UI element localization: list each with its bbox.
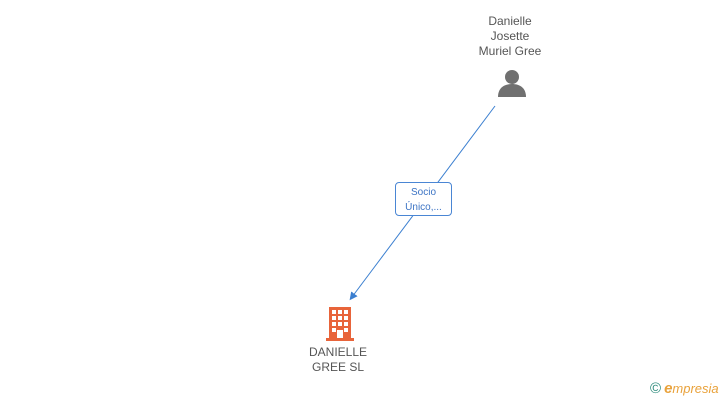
brand-logo: ©empresia (650, 380, 719, 397)
person-name[interactable]: Danielle Josette Muriel Gree (478, 14, 542, 58)
brand-name: mpresia (672, 381, 719, 396)
relationship-label[interactable]: Socio Único,... (395, 182, 452, 216)
copyright-symbol: © (650, 380, 662, 397)
company-name[interactable]: DANIELLE GREE SL (308, 345, 368, 374)
building-icon[interactable] (323, 305, 357, 346)
brand-e-mark: e (664, 380, 673, 397)
person-icon[interactable] (497, 68, 527, 103)
